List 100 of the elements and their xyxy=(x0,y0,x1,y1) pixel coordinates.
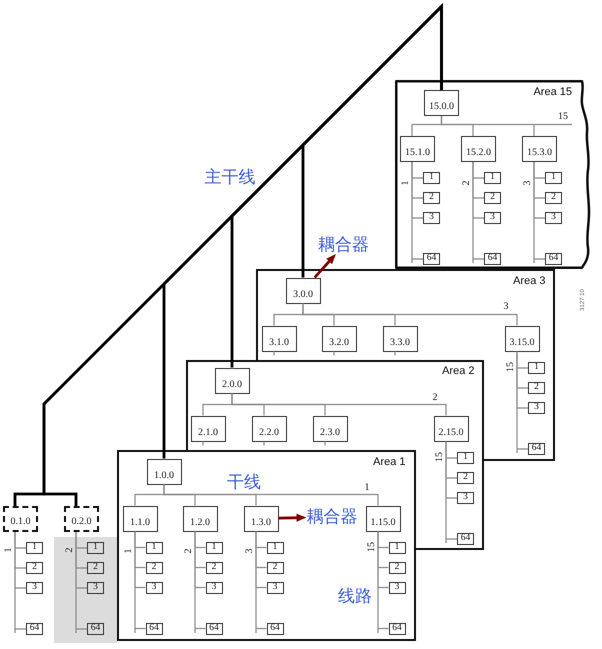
branch-line xyxy=(516,352,528,450)
device-box: 64 xyxy=(266,622,284,634)
annotation-text: 主干线 xyxy=(204,170,256,186)
coupler-box: 3.1.0 xyxy=(262,326,296,352)
coupler-box: 3.3.0 xyxy=(382,326,418,352)
branch-line xyxy=(445,442,457,540)
device-box: 3 xyxy=(388,582,406,594)
device-box: 1 xyxy=(146,542,162,554)
arrow xyxy=(314,254,336,278)
device-box: 2 xyxy=(457,472,474,484)
device-box: 3 xyxy=(266,582,284,594)
annotation-text: 线路 xyxy=(338,588,372,606)
dashed-coupler-box: 0.2.0 xyxy=(64,506,99,532)
coupler-box: 15.0.0 xyxy=(424,90,459,116)
coupler-box: 2.1.0 xyxy=(190,416,226,442)
device-box: 1 xyxy=(528,362,545,374)
device-box: 3 xyxy=(146,582,162,594)
device-box: 3 xyxy=(87,582,104,594)
device-box: 64 xyxy=(545,253,562,265)
bus-line xyxy=(302,304,518,326)
coupler-box: 3.15.0 xyxy=(504,326,540,352)
device-box: 64 xyxy=(423,253,440,265)
device-box: 3 xyxy=(206,582,222,594)
device-box: 1 xyxy=(545,172,562,184)
coupler-box: 2.0.0 xyxy=(214,368,250,394)
area-heading: Area 1 xyxy=(373,456,406,468)
device-box: 64 xyxy=(528,443,545,455)
line-number: 2 xyxy=(462,180,472,186)
branch-line xyxy=(194,532,206,630)
branch-line xyxy=(273,352,275,356)
device-box: 2 xyxy=(423,192,440,204)
branch-line xyxy=(333,352,335,356)
device-box: 64 xyxy=(87,623,104,635)
bus-line xyxy=(231,394,447,416)
annotation-text: 干线 xyxy=(227,474,261,492)
line-number: 1 xyxy=(124,548,134,554)
coupler-box: 1.0.0 xyxy=(146,458,182,484)
device-box: 2 xyxy=(146,562,162,574)
coupler-box: 15.2.0 xyxy=(461,136,496,162)
line-number: 15 xyxy=(558,112,568,122)
branch-line xyxy=(411,162,423,260)
area-panel xyxy=(256,269,555,360)
device-box: 1 xyxy=(266,542,284,554)
line-number: 15 xyxy=(367,542,377,552)
coupler-box: 3.0.0 xyxy=(286,278,320,304)
device-box: 2 xyxy=(484,192,501,204)
device-box: 1 xyxy=(206,542,222,554)
device-box: 64 xyxy=(26,623,43,635)
coupler-box: 1.3.0 xyxy=(244,506,278,532)
line-number: 1 xyxy=(364,483,370,493)
device-box: 1 xyxy=(457,452,474,464)
device-box: 1 xyxy=(87,542,104,554)
line-number: 1 xyxy=(4,548,14,552)
device-box: 1 xyxy=(423,172,440,184)
device-box: 64 xyxy=(388,622,406,634)
coupler-box: 1.1.0 xyxy=(122,506,158,532)
branch-line xyxy=(255,532,266,630)
branch-line xyxy=(75,532,87,630)
area-heading: Area 3 xyxy=(513,276,546,286)
device-box: 2 xyxy=(528,382,545,394)
device-box: 64 xyxy=(206,622,222,634)
branch-line xyxy=(472,162,484,260)
dashed-coupler-box: 0.1.0 xyxy=(3,506,38,532)
coupler-box: 15.1.0 xyxy=(400,136,435,162)
line-number: 3 xyxy=(523,180,533,186)
line-number: 15 xyxy=(435,452,445,462)
device-box: 3 xyxy=(484,212,501,224)
branch-line xyxy=(134,532,146,630)
branch-line xyxy=(14,532,26,630)
bus-line xyxy=(163,484,379,506)
device-box: 64 xyxy=(146,622,162,634)
branch-line xyxy=(533,162,545,260)
coupler-box: 1.2.0 xyxy=(182,506,218,532)
line-number: 2 xyxy=(432,393,438,403)
device-box: 64 xyxy=(484,253,501,265)
branch-line xyxy=(263,442,265,446)
line-number: 15 xyxy=(506,362,516,372)
device-box: 3 xyxy=(26,582,43,594)
coupler-box: 2.3.0 xyxy=(312,416,348,442)
branch-line xyxy=(324,442,326,446)
device-box: 3 xyxy=(545,212,562,224)
device-box: 2 xyxy=(266,562,284,574)
area-heading: Area 2 xyxy=(442,366,474,376)
coupler-box: 1.15.0 xyxy=(366,506,400,532)
line-number: 2 xyxy=(65,548,75,552)
annotation-text: 耦合器 xyxy=(306,508,358,526)
branch-line xyxy=(377,532,388,630)
device-box: 2 xyxy=(26,562,43,574)
device-box: 2 xyxy=(87,562,104,574)
coupler-box: 3.2.0 xyxy=(322,326,356,352)
device-box: 2 xyxy=(206,562,222,574)
device-box: 64 xyxy=(457,533,474,545)
branch-line xyxy=(394,352,396,356)
area-panel xyxy=(395,80,592,269)
device-box: 1 xyxy=(26,542,43,554)
line-number: 1 xyxy=(401,180,411,186)
coupler-box: 2.15.0 xyxy=(434,416,468,442)
arrow xyxy=(278,514,306,522)
line-number: 3 xyxy=(245,548,255,554)
device-box: 3 xyxy=(528,402,545,414)
